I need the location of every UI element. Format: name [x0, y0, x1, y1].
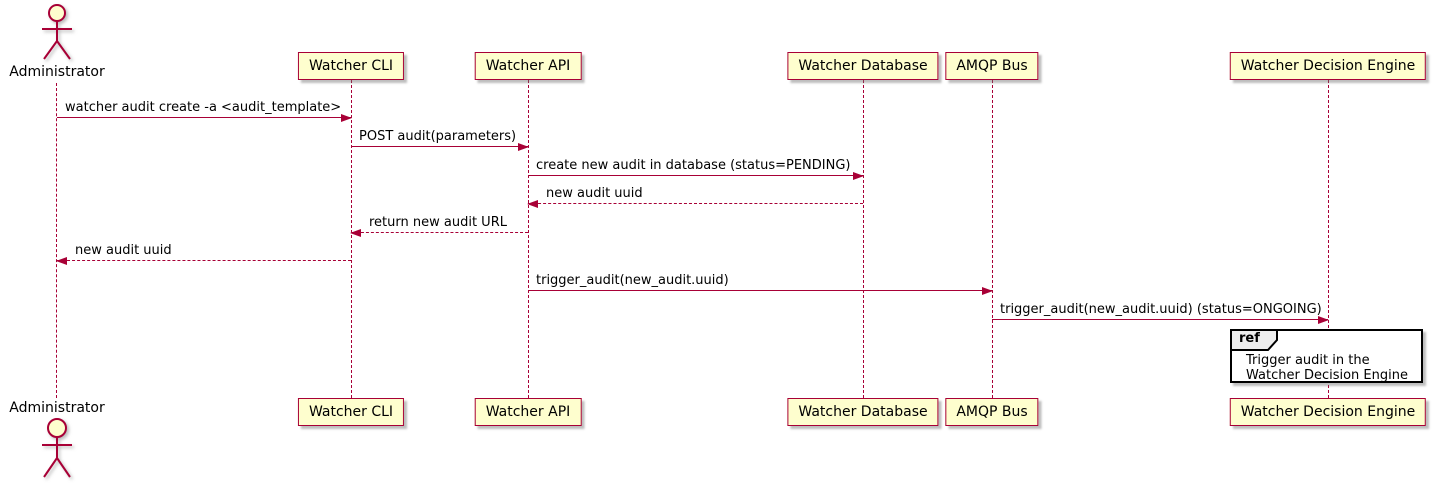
lifeline-watcher-api: [528, 80, 529, 398]
arrowhead-right-icon: [1318, 316, 1329, 325]
arrowhead-right-icon: [982, 287, 993, 296]
message-label: POST audit(parameters): [359, 129, 517, 144]
lifeline-watcher-decision-engine: [1328, 80, 1329, 398]
lifeline-amqp-bus: [992, 80, 993, 398]
message-line: [351, 232, 528, 233]
message-line: [992, 319, 1328, 320]
actor-label-bottom: Administrator: [9, 400, 105, 416]
ref-text-line2: Watcher Decision Engine: [1246, 368, 1408, 383]
ref-tab-shape-icon: [1230, 329, 1278, 351]
message-line: [528, 290, 992, 291]
message: new audit uuid: [527, 178, 863, 209]
lifeline-watcher-database: [863, 80, 864, 398]
lifeline-administrator: [56, 83, 57, 398]
message: new audit uuid: [56, 235, 351, 266]
participant-amqp-bus-bottom: AMQP Bus: [945, 398, 1039, 426]
message: POST audit(parameters): [351, 121, 529, 152]
arrowhead-left-icon: [527, 200, 538, 209]
arrowhead-right-icon: [518, 143, 529, 152]
participant-watcher-cli-top: Watcher CLI: [297, 52, 405, 80]
message: watcher audit create -a <audit_template>: [57, 92, 352, 123]
message-line: [351, 146, 528, 147]
arrowhead-right-icon: [341, 114, 352, 123]
ref-tab: ref: [1230, 329, 1286, 351]
ref-text-line1: Trigger audit in the: [1246, 353, 1370, 368]
arrowhead-left-icon: [56, 257, 67, 266]
lifeline-watcher-cli: [351, 80, 352, 398]
ref-keyword: ref: [1239, 331, 1260, 346]
ref-text: Trigger audit in the Watcher Decision En…: [1246, 353, 1408, 383]
participant-watcher-cli-bottom: Watcher CLI: [297, 398, 405, 426]
arrowhead-left-icon: [350, 229, 361, 238]
message: trigger_audit(new_audit.uuid): [528, 265, 993, 296]
participant-watcher-database-bottom: Watcher Database: [787, 398, 939, 426]
participant-watcher-api-top: Watcher API: [474, 52, 582, 80]
message: create new audit in database (status=PEN…: [528, 150, 864, 181]
participant-watcher-decision-engine-bottom: Watcher Decision Engine: [1229, 398, 1427, 426]
participant-watcher-decision-engine-top: Watcher Decision Engine: [1229, 52, 1427, 80]
actor-figure-top: [42, 4, 72, 60]
actor-label-top: Administrator: [9, 64, 105, 80]
message-label: new audit uuid: [75, 243, 172, 258]
message-line: [528, 175, 863, 176]
message-label: return new audit URL: [369, 215, 507, 230]
message-label: trigger_audit(new_audit.uuid) (status=ON…: [1000, 302, 1322, 317]
message: return new audit URL: [350, 207, 528, 238]
participant-watcher-api-bottom: Watcher API: [474, 398, 582, 426]
message-line: [528, 203, 863, 204]
message: trigger_audit(new_audit.uuid) (status=ON…: [992, 294, 1329, 325]
arrowhead-right-icon: [853, 172, 864, 181]
message-label: trigger_audit(new_audit.uuid): [536, 273, 729, 288]
actor-figure-bottom: [42, 418, 72, 478]
participant-watcher-database-top: Watcher Database: [787, 52, 939, 80]
message-line: [57, 260, 351, 261]
message-label: watcher audit create -a <audit_template>: [65, 100, 342, 115]
message-line: [57, 117, 351, 118]
participant-amqp-bus-top: AMQP Bus: [945, 52, 1039, 80]
message-label: create new audit in database (status=PEN…: [536, 158, 851, 173]
message-label: new audit uuid: [546, 186, 643, 201]
ref-frame: ref Trigger audit in the Watcher Decisio…: [1230, 329, 1423, 383]
